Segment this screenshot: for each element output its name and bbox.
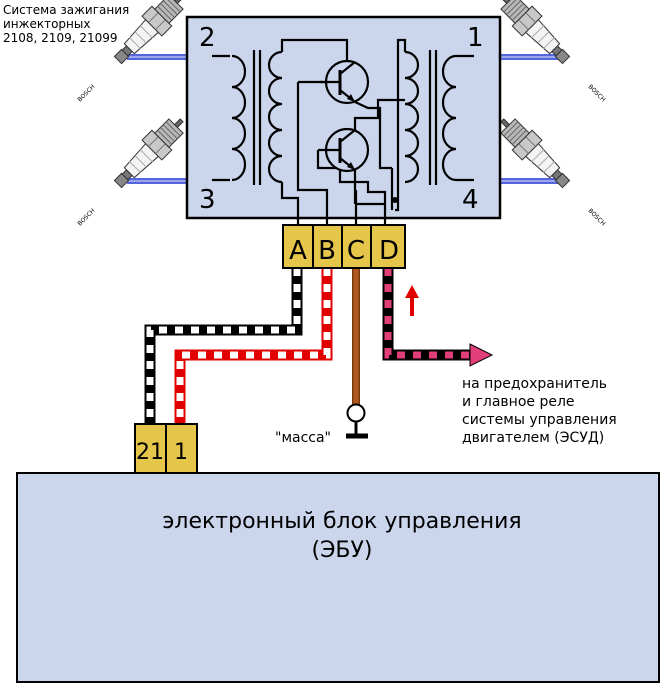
ecu-connector xyxy=(134,423,198,474)
coil-connector xyxy=(282,224,406,269)
ecu-abbreviation: (ЭБУ) xyxy=(311,538,372,563)
hv-wires xyxy=(127,54,558,184)
cylinder-number-4: 4 xyxy=(462,185,479,215)
feed-note-line4: двигателем (ЭСУД) xyxy=(462,430,604,446)
wire-b xyxy=(174,268,333,424)
header-title-line1: Система зажигания xyxy=(3,3,129,17)
cylinder-number-3: 3 xyxy=(199,185,216,215)
header-title-line3: 2108, 2109, 21099 xyxy=(3,31,118,45)
wire-a xyxy=(144,268,303,424)
spark-plug-brand-3: BOSCH xyxy=(76,207,96,227)
ecu-pin-1: 1 xyxy=(174,440,188,465)
wire-d-feed xyxy=(382,268,494,367)
cylinder-number-1: 1 xyxy=(467,23,484,53)
spark-plug-brand-4: BOSCH xyxy=(587,207,607,227)
header-title-line2: инжекторных xyxy=(3,17,90,31)
feed-note-line3: системы управления xyxy=(462,412,617,428)
spark-plug-brand-1: BOSCH xyxy=(587,83,607,103)
ecu-pin-21: 21 xyxy=(136,440,164,465)
ecu-title: электронный блок управления xyxy=(162,509,521,534)
ignition-coil-module xyxy=(185,15,502,225)
current-direction-arrow-icon xyxy=(405,285,419,316)
wire-c-ground xyxy=(346,268,368,439)
feed-note-line1: на предохранитель xyxy=(462,376,607,392)
spark-plug-brand-2: BOSCH xyxy=(76,83,96,103)
ecu-block xyxy=(16,472,660,683)
connector-pin-b: B xyxy=(318,236,336,266)
connector-pin-d: D xyxy=(379,236,399,266)
cylinder-number-2: 2 xyxy=(199,23,216,53)
connector-pin-a: A xyxy=(289,236,307,266)
feed-note-line2: и главное реле xyxy=(462,394,575,410)
connector-pin-c: C xyxy=(347,236,365,266)
ground-label: "масса" xyxy=(275,430,331,446)
